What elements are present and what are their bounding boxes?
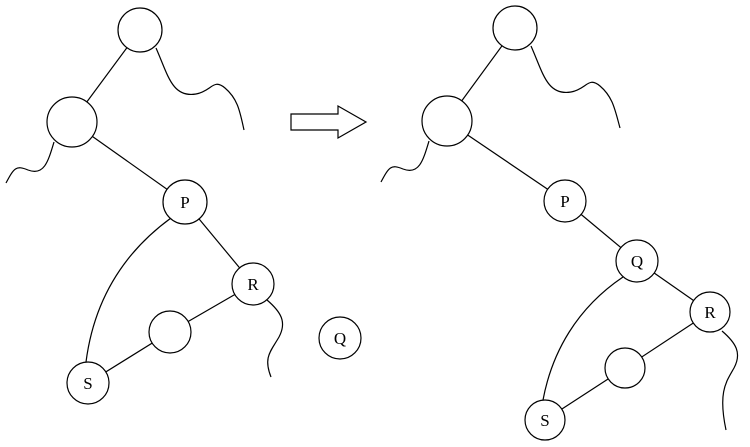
right-tree: P Q R S <box>380 5 739 441</box>
left-p-node <box>162 179 208 225</box>
left-internal-node <box>46 96 98 148</box>
right-s-node <box>524 399 566 441</box>
right-arrow-icon <box>290 104 368 140</box>
left-squiggle-internal-left-subtree <box>5 141 55 184</box>
right-squiggle-r-right-subtree <box>721 330 739 431</box>
left-tree: P R S Q <box>5 7 362 405</box>
left-squiggle-root-right-subtree <box>155 47 245 131</box>
right-squiggle-root-right-subtree <box>530 45 621 129</box>
right-p-label: P <box>560 192 569 211</box>
left-squiggle-r-right-subtree <box>266 299 284 378</box>
right-squiggle-internal-left-subtree <box>380 140 430 183</box>
left-leaf-node <box>148 310 192 354</box>
right-s-label: S <box>540 411 549 430</box>
right-q-node <box>615 239 659 283</box>
left-s-label: S <box>83 374 92 393</box>
left-r-label: R <box>247 275 259 294</box>
left-q-detached-label: Q <box>334 329 346 348</box>
right-r-node <box>689 291 731 333</box>
right-leaf-node <box>604 347 646 389</box>
right-q-label: Q <box>631 252 643 271</box>
left-root-node <box>117 7 163 53</box>
right-root-node <box>492 5 538 51</box>
left-r-node <box>231 262 275 306</box>
right-internal-node <box>421 95 473 147</box>
left-curve-p-s <box>85 217 172 363</box>
left-s-node <box>66 361 110 405</box>
left-p-label: P <box>180 193 189 212</box>
right-curve-q-s <box>542 276 624 401</box>
right-p-node <box>543 179 587 223</box>
right-r-label: R <box>704 303 716 322</box>
left-q-detached-node <box>318 316 362 360</box>
